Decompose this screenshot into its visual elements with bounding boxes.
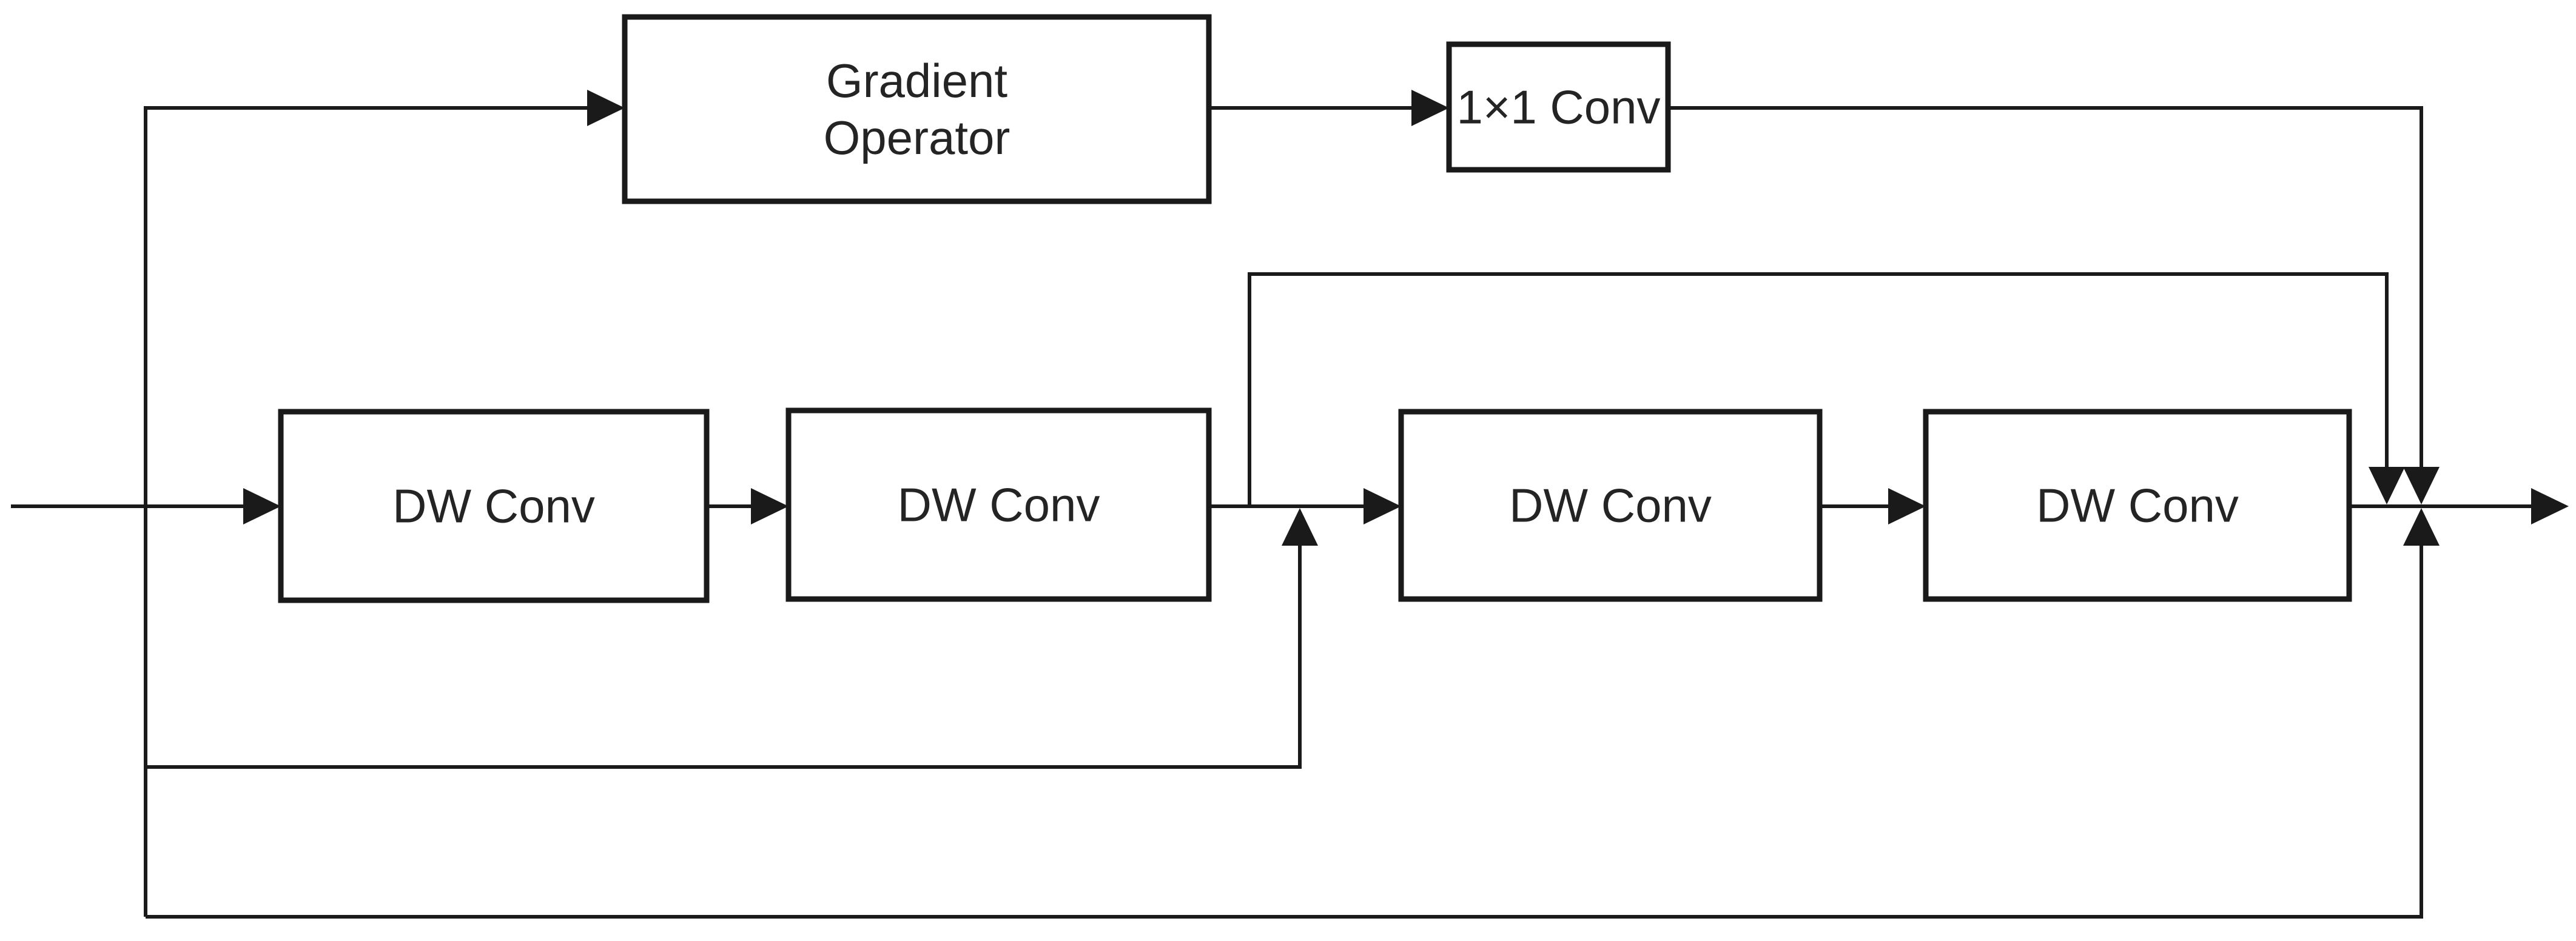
edge-bottom-skip (146, 544, 2423, 919)
arrowhead-trunk-to-gradient (587, 90, 625, 126)
node-gradient-operator (622, 14, 1212, 204)
node-label-dw-conv-3: DW Conv (1509, 479, 1712, 532)
arrowhead-mid-skip (1282, 508, 1318, 546)
node-label-conv-1x1: 1×1 Conv (1456, 81, 1660, 134)
node-label-dw-conv-2: DW Conv (898, 478, 1100, 532)
edge-inner-skip (1248, 272, 2389, 506)
node-dw-conv-2 (785, 407, 1212, 602)
edge-conv-to-sum (1668, 106, 2423, 468)
arrowhead-dw3-to-dw4 (1888, 488, 1926, 524)
arrowhead-bottom-skip (2403, 508, 2440, 546)
edge-mid-skip (146, 544, 1302, 769)
arrowhead-input-to-dw1 (243, 488, 281, 524)
node-dw-conv-4 (1923, 409, 2352, 602)
node-label-dw-conv-4: DW Conv (2036, 479, 2239, 532)
arrowhead-gradient-to-conv (1411, 90, 1449, 126)
arrowhead-dw1-to-dw2 (751, 488, 789, 524)
node-conv-1x1 (1446, 41, 1671, 173)
edge-trunk-to-gradient (144, 106, 588, 917)
node-dw-conv-1 (278, 409, 710, 603)
arrowhead-dw2-to-dw3 (1364, 488, 1401, 524)
arrowhead-dw4-to-output (2531, 488, 2569, 524)
node-dw-conv-3 (1398, 409, 1823, 602)
arrowhead-conv-to-sum (2403, 467, 2440, 504)
node-label-dw-conv-1: DW Conv (392, 480, 595, 533)
arrowhead-inner-skip (2369, 467, 2405, 504)
